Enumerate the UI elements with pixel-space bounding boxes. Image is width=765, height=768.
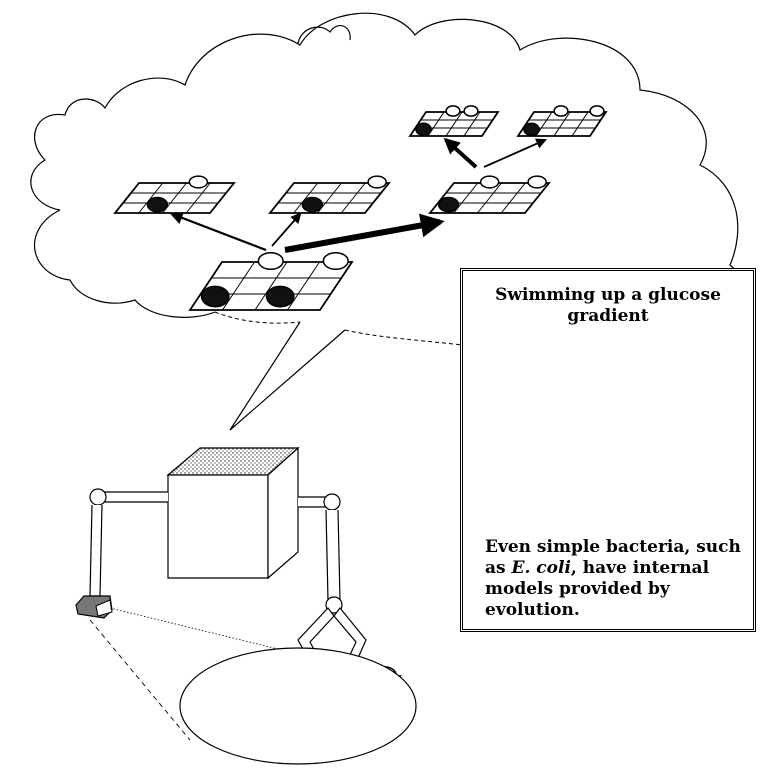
robot-cube-side — [267, 446, 299, 580]
board-grid-line — [287, 261, 320, 311]
board-grid-line — [463, 111, 481, 137]
board-grand-left — [408, 105, 500, 137]
light-piece — [463, 105, 479, 117]
caption-part-2: , have internal models provided by evolu… — [485, 558, 710, 620]
ecoli-inset: Swimming up a glucose gradient Even simp… — [460, 268, 756, 632]
light-piece — [553, 105, 569, 117]
dark-piece — [146, 196, 169, 213]
board-child-mid — [268, 175, 391, 214]
dark-piece — [301, 196, 324, 213]
board-grid-line — [293, 182, 319, 214]
dark-piece — [523, 122, 540, 137]
board-grid-line — [553, 111, 571, 137]
light-piece — [527, 175, 547, 189]
thought-cloud — [30, 12, 755, 347]
dark-piece — [415, 122, 432, 137]
robot-cube-front — [167, 474, 269, 579]
board-grand-right — [516, 105, 608, 137]
robot-sensor-face — [95, 599, 113, 617]
board-grid-line — [445, 111, 463, 137]
light-piece — [257, 252, 284, 270]
inset-caption: Even simple bacteria, such as E. coli, h… — [485, 537, 745, 621]
dark-piece — [437, 196, 460, 213]
light-piece — [322, 252, 349, 270]
board-grid-line — [185, 182, 211, 214]
cloud-bottom-left — [33, 209, 216, 318]
robot-right-upright — [325, 509, 341, 601]
board-grid-line — [571, 111, 589, 137]
view-line-lower — [89, 619, 191, 741]
robot — [75, 446, 367, 677]
speech-tail-left — [229, 321, 346, 431]
dark-piece — [200, 285, 230, 308]
board-child-left — [113, 175, 236, 214]
arrow-to-left — [169, 211, 267, 252]
robot-left-joint — [89, 488, 107, 506]
light-piece — [445, 105, 461, 117]
speech-tail-right — [344, 329, 463, 346]
board-grid-line — [138, 182, 164, 214]
dark-piece — [265, 285, 295, 308]
arrow-to-grand-left — [443, 137, 478, 169]
arrow-to-grand-right — [483, 138, 547, 168]
light-piece — [367, 175, 387, 189]
arrow-to-mid — [271, 212, 302, 247]
arrow-to-right-bold — [284, 213, 445, 253]
speech-tail — [214, 311, 301, 324]
board-grid-line — [340, 182, 366, 214]
light-piece — [589, 105, 605, 117]
cloud-bump — [297, 24, 351, 45]
board-child-right — [428, 175, 551, 214]
caption-species: E. coli — [511, 558, 571, 578]
board-grid-line — [222, 261, 255, 311]
robot-left-arm — [99, 491, 168, 503]
board-grid-line — [500, 182, 526, 214]
robot-gripper-hub — [325, 596, 343, 614]
board-root — [188, 252, 354, 311]
board-grid-line — [477, 182, 502, 214]
robot-left-upright — [89, 504, 103, 597]
robot-right-joint — [323, 493, 341, 511]
inset-title: Swimming up a glucose gradient — [463, 285, 753, 327]
caption-part-1: Even simple bacteria, such as — [485, 537, 741, 578]
light-piece — [479, 175, 500, 189]
board-grid-line — [254, 261, 288, 311]
inset-title-line2: gradient — [567, 306, 649, 326]
inset-title-line1: Swimming up a glucose — [495, 285, 721, 305]
sensor-view-ellipse — [179, 647, 417, 765]
light-piece — [188, 175, 209, 189]
